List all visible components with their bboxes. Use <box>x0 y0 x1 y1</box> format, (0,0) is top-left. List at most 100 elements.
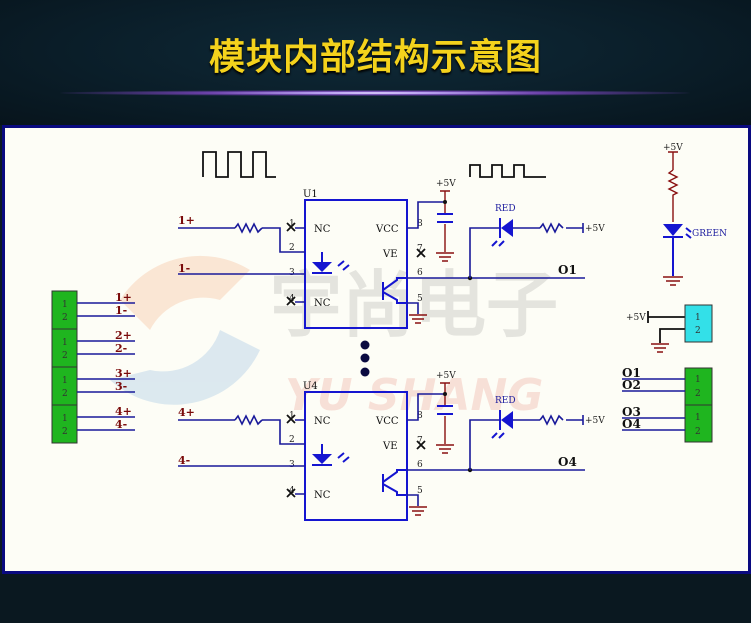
output-square-wave <box>469 164 546 178</box>
input-connectors: 1 2 1 2 1 2 1 2 1+ 1- 2+ 2- 3+ 3- 4+ 4- <box>51 290 135 444</box>
input-connector-label: 4+ <box>115 405 132 418</box>
input-connector-label: 2- <box>115 342 127 355</box>
connector-pin: 1 <box>62 414 68 424</box>
page-title: 模块内部结构示意图 <box>208 37 542 78</box>
power-label: +5V <box>585 416 605 426</box>
input-connector-label: 3+ <box>115 367 132 380</box>
led-icon <box>312 252 350 274</box>
optocoupler-chip <box>304 199 408 329</box>
connector-pin: 2 <box>62 313 68 323</box>
ground-icon <box>409 314 427 324</box>
pin-ve-label: VE <box>382 441 398 452</box>
connector-pin: 1 <box>62 300 68 310</box>
pin-number: 7 <box>417 244 423 254</box>
vcc-wire <box>407 393 445 421</box>
pin-number: 8 <box>417 411 423 421</box>
ground-icon <box>663 276 683 286</box>
connector-pin: 2 <box>62 427 68 437</box>
watermark: 宇尚电子 YU SHANG <box>110 255 558 421</box>
power-label: +5V <box>663 143 683 153</box>
input-wires <box>178 419 305 467</box>
pin-nc-label: NC <box>314 298 331 309</box>
junction-dot <box>443 200 447 204</box>
connector-pin: 1 <box>62 376 68 386</box>
ellipsis-dots <box>360 340 370 377</box>
power-label: +5V <box>585 224 605 234</box>
watermark-logo-icon <box>110 330 260 405</box>
watermark-cn: 宇尚电子 <box>270 263 558 347</box>
pin-number: 6 <box>417 268 423 278</box>
power-connector: +5V 1 2 <box>626 304 713 353</box>
phototransistor-icon <box>382 469 407 496</box>
green-led-label: GREEN <box>692 229 727 239</box>
power-connector-body <box>684 304 713 343</box>
output-connector-label: O4 <box>622 417 641 431</box>
junction-dot <box>443 392 447 396</box>
output-wire <box>407 277 585 314</box>
nc-wires <box>295 227 305 303</box>
ground-icon <box>409 506 427 516</box>
connector-pin: 1 <box>695 313 701 323</box>
input-plus-label: 4+ <box>178 406 195 419</box>
pin-number: 3 <box>289 268 295 278</box>
pin-number: 1 <box>289 411 295 421</box>
connector-pin: 2 <box>695 427 701 437</box>
power-wires <box>647 311 685 343</box>
resistor-icon <box>234 222 263 234</box>
input-connector-label: 4- <box>115 418 127 431</box>
green-led-icon <box>663 224 683 236</box>
pin-number: 5 <box>417 486 423 496</box>
footer-bar <box>0 574 751 623</box>
connector-pin: 2 <box>62 389 68 399</box>
no-connect-marks <box>286 222 426 306</box>
pin-vcc-label: VCC <box>375 224 399 235</box>
capacitor-icon <box>437 213 453 223</box>
connector-pin: 1 <box>695 413 701 423</box>
output-connectors: 1 2 1 2 O1 O2 O3 O4 <box>622 366 713 443</box>
optocoupler-chip <box>304 391 408 521</box>
power-label: +5V <box>626 313 646 323</box>
power-label: +5V <box>436 371 456 381</box>
output-wire <box>407 469 585 506</box>
input-square-wave <box>202 151 276 178</box>
input-connector-label: 1- <box>115 304 127 317</box>
output-connector-label: O2 <box>622 378 641 392</box>
input-connector-label: 2+ <box>115 329 132 342</box>
red-led-icon <box>491 218 513 247</box>
schematic-panel <box>2 125 751 574</box>
resistor-icon <box>539 414 564 426</box>
pin-nc-label: NC <box>314 416 331 427</box>
input-minus-label: 4- <box>178 454 190 467</box>
chip-label: U1 <box>303 189 318 200</box>
resistor-icon <box>539 222 564 234</box>
output-wires <box>622 378 685 431</box>
input-plus-label: 1+ <box>178 214 195 227</box>
connector-pin: 1 <box>62 338 68 348</box>
pin-number: 2 <box>289 435 295 445</box>
connector-pin: 2 <box>695 389 701 399</box>
chip-label: U4 <box>303 381 318 392</box>
power-indicator: +5V GREEN <box>663 143 727 286</box>
vcc-wire <box>407 201 445 229</box>
channel-1-circuit: U1 NC NC VCC VE 1 2 3 4 8 7 6 5 1+ 1- +5… <box>178 179 605 329</box>
pin-number: 6 <box>417 460 423 470</box>
output-connector-label: O1 <box>622 366 641 380</box>
input-connector-label: 3- <box>115 380 127 393</box>
red-led-icon <box>491 410 513 439</box>
ground-icon <box>651 343 669 353</box>
pin-ve-label: VE <box>382 249 398 260</box>
phototransistor-icon <box>382 277 407 304</box>
nc-wires <box>295 419 305 495</box>
input-connector-label: 1+ <box>115 291 132 304</box>
pin-number: 3 <box>289 460 295 470</box>
pin-vcc-label: VCC <box>375 416 399 427</box>
connector-pin: 2 <box>62 351 68 361</box>
pin-nc-label: NC <box>314 490 331 501</box>
red-led-label: RED <box>495 396 516 406</box>
input-wires <box>77 302 135 431</box>
resistor-icon <box>234 414 263 426</box>
no-connect-marks <box>286 414 426 498</box>
title-glow-divider <box>60 90 690 96</box>
input-minus-label: 1- <box>178 262 190 275</box>
